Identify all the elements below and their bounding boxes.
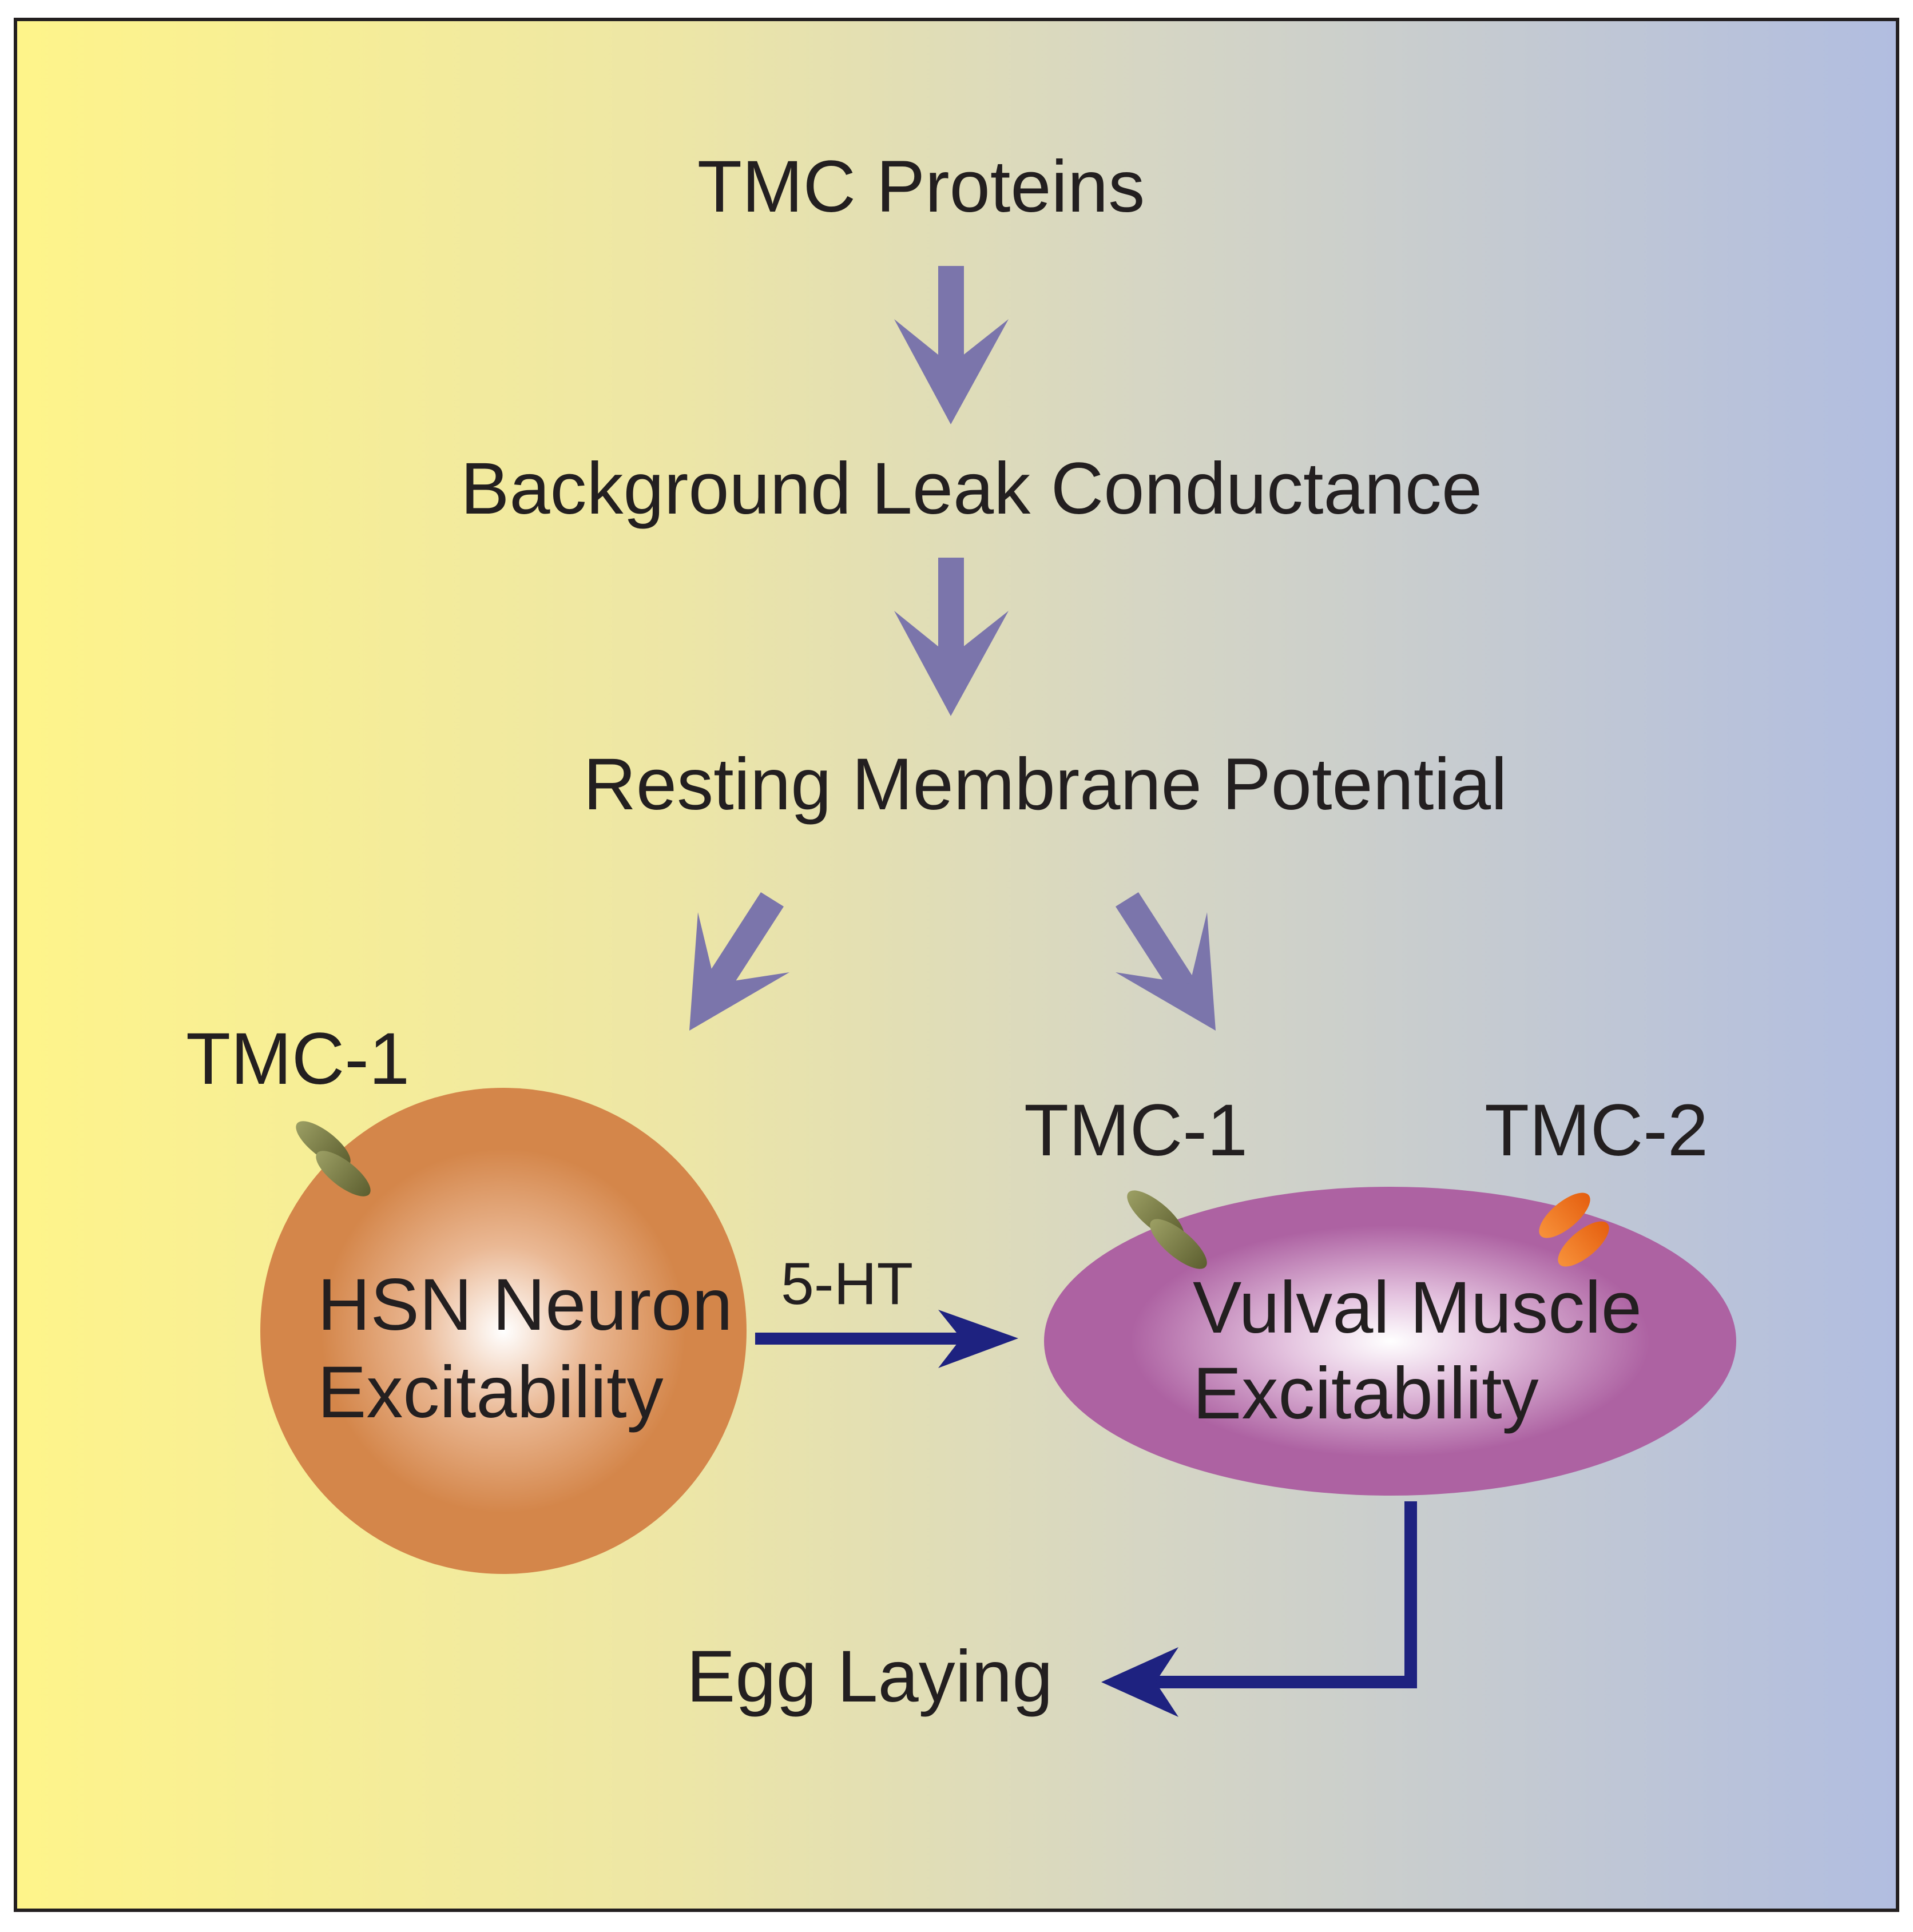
pathway-arrow-1 <box>894 266 1009 424</box>
step-resting-potential: Resting Membrane Potential <box>583 744 1507 825</box>
vulval-tmc1-label: TMC-1 <box>1024 1090 1248 1171</box>
output-egg-laying: Egg Laying <box>686 1636 1053 1718</box>
hsn-neuron-cell <box>260 1088 747 1574</box>
hsn-label-line2: Excitability <box>317 1351 664 1433</box>
vulval-tmc1-channel-icon <box>1127 1190 1207 1269</box>
vulval-tmc2-channel-icon <box>1539 1192 1609 1267</box>
pathway-arrow-right <box>1116 892 1216 1031</box>
hsn-tmc1-channel-icon <box>296 1121 371 1196</box>
vulval-label-line1: Vulval Muscle <box>1193 1267 1642 1349</box>
serotonin-signal-arrow <box>755 1310 1018 1368</box>
title-tmc-proteins: TMC Proteins <box>697 146 1145 228</box>
hsn-tmc1-label: TMC-1 <box>186 1018 410 1100</box>
output-arrow <box>1101 1501 1417 1717</box>
vulval-label-line2: Excitability <box>1193 1353 1539 1434</box>
pathway-arrow-2 <box>894 558 1009 716</box>
step-leak-conductance: Background Leak Conductance <box>461 448 1482 530</box>
pathway-arrow-left <box>689 892 789 1031</box>
signal-label-5ht: 5-HT <box>781 1251 913 1317</box>
vulval-tmc2-label: TMC-2 <box>1485 1090 1708 1171</box>
hsn-label-line1: HSN Neuron <box>317 1264 733 1346</box>
